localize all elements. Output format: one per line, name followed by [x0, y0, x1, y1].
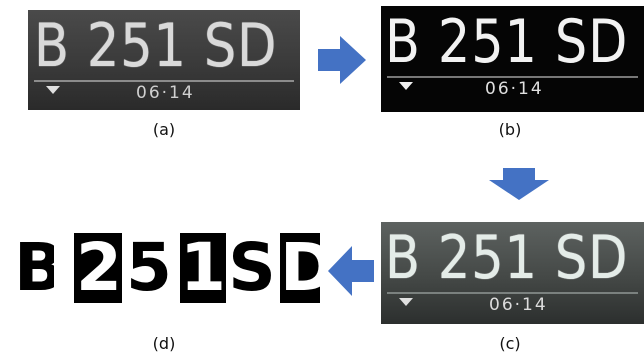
- char-tile: B: [14, 233, 54, 303]
- char-tile: 1: [180, 233, 226, 303]
- plate-number-text: B 251 SD: [385, 223, 629, 293]
- arrow-left-icon: [328, 246, 374, 296]
- caption-a: (a): [152, 120, 176, 139]
- char-tile: D: [280, 233, 320, 303]
- char-tile: 2: [74, 233, 124, 303]
- char-tile: S: [228, 233, 276, 303]
- plate-number-text: B 251 SD: [34, 11, 278, 81]
- chevron-down-icon: [46, 86, 60, 94]
- plate-expiry-text: 06·14: [136, 83, 195, 103]
- plate-image-original: B 251 SD 06·14: [28, 10, 300, 110]
- plate-divider: [387, 292, 638, 294]
- plate-number-text: B 251 SD: [385, 7, 629, 77]
- plate-image-enhanced: B 251 SD 06·14: [381, 222, 644, 324]
- plate-image-binarized: B 251 SD 06·14: [381, 6, 644, 112]
- caption-b: (b): [498, 120, 522, 139]
- chevron-down-icon: [399, 298, 413, 306]
- caption-c: (c): [499, 334, 521, 353]
- chevron-down-icon: [399, 82, 413, 90]
- arrow-down-icon: [489, 168, 549, 200]
- plate-expiry-text: 06·14: [489, 295, 548, 315]
- plate-divider: [34, 80, 294, 82]
- segmented-characters: B 2 5 1 S D: [14, 233, 320, 303]
- caption-d: (d): [152, 334, 176, 353]
- char-tile: 5: [122, 233, 176, 303]
- plate-divider: [387, 76, 638, 78]
- arrow-right-icon: [318, 36, 366, 84]
- plate-expiry-text: 06·14: [485, 79, 544, 99]
